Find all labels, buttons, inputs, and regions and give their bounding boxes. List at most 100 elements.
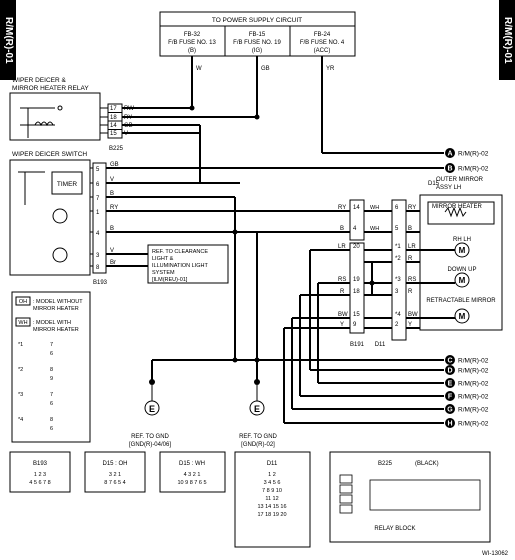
ref-text-b: R/M(R)-02 — [458, 166, 489, 173]
relay-pin-2: 18 — [110, 115, 117, 121]
bottom-conn-b225-suffix: (BLACK) — [415, 461, 439, 467]
fuse-3-type: (ACC) — [314, 48, 331, 54]
legend-star4-oh: 8 — [50, 417, 53, 423]
ref-text-h: R/M(R)-02 — [458, 421, 489, 428]
mid-wh-1: WH — [370, 205, 379, 211]
switch-pin-8: 8 — [96, 265, 100, 271]
bottom-conn-d15oh-name: D15 : OH — [102, 461, 127, 467]
ref-text-a: R/M(R)-02 — [458, 151, 489, 158]
fuse-1-wire: W — [196, 66, 202, 72]
mirror-retractable: RETRACTABLE MIRROR — [426, 298, 496, 304]
mid-wire-b-r: B — [408, 226, 412, 232]
ground-ref-1: REF. TO GND — [131, 434, 169, 440]
relay-title-1: WIPER DEICER & — [12, 77, 66, 84]
motor-icon-3: M — [459, 312, 466, 321]
switch-pin-6: 6 — [96, 182, 100, 188]
motor-icon-2: M — [459, 276, 466, 285]
mid-wire-bw-r: BW — [408, 312, 418, 318]
ground-ref-2-code: [GND(R)-02] — [241, 442, 275, 448]
ref-text-f: R/M(R)-02 — [458, 394, 489, 401]
ref-letter-c: C — [447, 358, 452, 365]
bottom-conn-d15oh-row1: 3 2 1 — [109, 472, 121, 478]
switch-pin-3: 3 — [96, 253, 100, 259]
mid-pin-18: 18 — [353, 289, 360, 295]
switch-pin-7: 7 — [96, 196, 100, 202]
ground-ref-1-code: [GND(R)-04/06] — [129, 442, 171, 448]
ground-symbol-2: E — [254, 404, 260, 414]
legend-star2-oh: 8 — [50, 367, 53, 373]
legend-wh-box: WH — [18, 320, 27, 326]
ref-badge-g — [445, 404, 455, 414]
ref-text-g: R/M(R)-02 — [458, 407, 489, 414]
mid-pin-14: 14 — [353, 205, 360, 211]
ref-badge-h — [445, 418, 455, 428]
mid-pin-4: 4 — [353, 226, 357, 232]
mid-wire-r2: R — [408, 289, 413, 295]
mid-pin-star4: *4 — [395, 312, 401, 318]
switch-box — [9, 159, 91, 276]
mid-wire-y: Y — [340, 322, 344, 328]
bottom-conn-d11-row2: 3 4 5 6 — [264, 480, 281, 486]
mid-pin-20: 20 — [353, 244, 360, 250]
mid-wire-bw: BW — [338, 312, 348, 318]
legend-wh-text1: : MODEL WITH — [33, 320, 71, 326]
mid-pin-star2: *2 — [395, 256, 401, 262]
ref-letter-b: B — [447, 166, 452, 173]
fuse-1-type: (B) — [188, 48, 196, 54]
ref-badge-f — [445, 391, 455, 401]
relay-connector: B225 — [109, 146, 124, 152]
mirror-title-1: OUTER MIRROR — [436, 177, 484, 183]
relay-wire-1: RW — [124, 106, 134, 112]
ref-clearance-3: ILLUMINATION LIGHT — [152, 263, 208, 269]
ref-badge-e — [445, 378, 455, 388]
mirror-rh-lh: RH LH — [453, 237, 471, 243]
bottom-conn-d11-row6: 17 18 19 20 — [257, 512, 286, 518]
mid-pin-6: 6 — [395, 205, 399, 211]
legend-box — [11, 291, 91, 443]
mid-pin-star3: *3 — [395, 277, 401, 283]
ref-text-c: R/M(R)-02 — [458, 358, 489, 365]
side-tab-left: R/M(R)-01 — [0, 0, 16, 80]
ground-symbol-1: E — [149, 404, 155, 414]
bottom-conn-d11-name: D11 — [267, 461, 278, 467]
relay-wire-4: V — [124, 131, 128, 137]
legend-oh-text1: : MODEL WITHOUT — [33, 299, 83, 305]
legend-wh-text2: MIRROR HEATER — [33, 327, 79, 333]
ref-badge-d — [445, 365, 455, 375]
switch-wire-b: B — [110, 191, 114, 197]
switch-connector: B193 — [93, 280, 108, 286]
bottom-conn-b193-name: B193 — [33, 461, 48, 467]
legend-star2: *2 — [18, 367, 23, 373]
mirror-heater-label: MIRROR HEATER — [432, 204, 483, 210]
fuse-2-name: FB-15 — [249, 32, 266, 38]
ref-badge-b — [445, 163, 455, 173]
mid-pin-5: 5 — [395, 226, 399, 232]
ref-badge-c — [445, 355, 455, 365]
legend-star4: *4 — [18, 417, 23, 423]
switch-pin-5: 5 — [96, 167, 100, 173]
ref-letter-d: D — [447, 368, 452, 375]
ref-clearance-1: REF. TO CLEARANCE — [152, 249, 208, 255]
switch-pin-1: 1 — [96, 210, 100, 216]
ground-ref-2: REF. TO GND — [239, 434, 277, 440]
bottom-conn-d15wh-row1: 4 3 2 1 — [184, 472, 201, 478]
mid-pin-3: 3 — [395, 289, 399, 295]
mid-wire-lr: LR — [338, 244, 346, 250]
ref-letter-g: G — [447, 407, 453, 414]
fuse-1-name: FB-32 — [184, 32, 201, 38]
legend-star1-oh: 7 — [50, 342, 53, 348]
legend-star2-wh: 9 — [50, 376, 53, 382]
mid-pin-star1: *1 — [395, 244, 401, 250]
mirror-title-2: ASSY LH — [436, 185, 461, 191]
timer-label: TIMER — [57, 181, 78, 188]
ref-text-e: R/M(R)-02 — [458, 381, 489, 388]
relay-wire-3: GB — [124, 123, 133, 129]
relay-pin-1: 17 — [110, 106, 117, 112]
legend-star1-wh: 6 — [50, 351, 53, 357]
doc-id: WI-13062 — [482, 551, 509, 557]
mid-wire-y-r: Y — [408, 322, 412, 328]
ref-text-d: R/M(R)-02 — [458, 368, 489, 375]
mid-wh-2: WH — [370, 226, 379, 232]
legend-star3-oh: 7 — [50, 392, 53, 398]
